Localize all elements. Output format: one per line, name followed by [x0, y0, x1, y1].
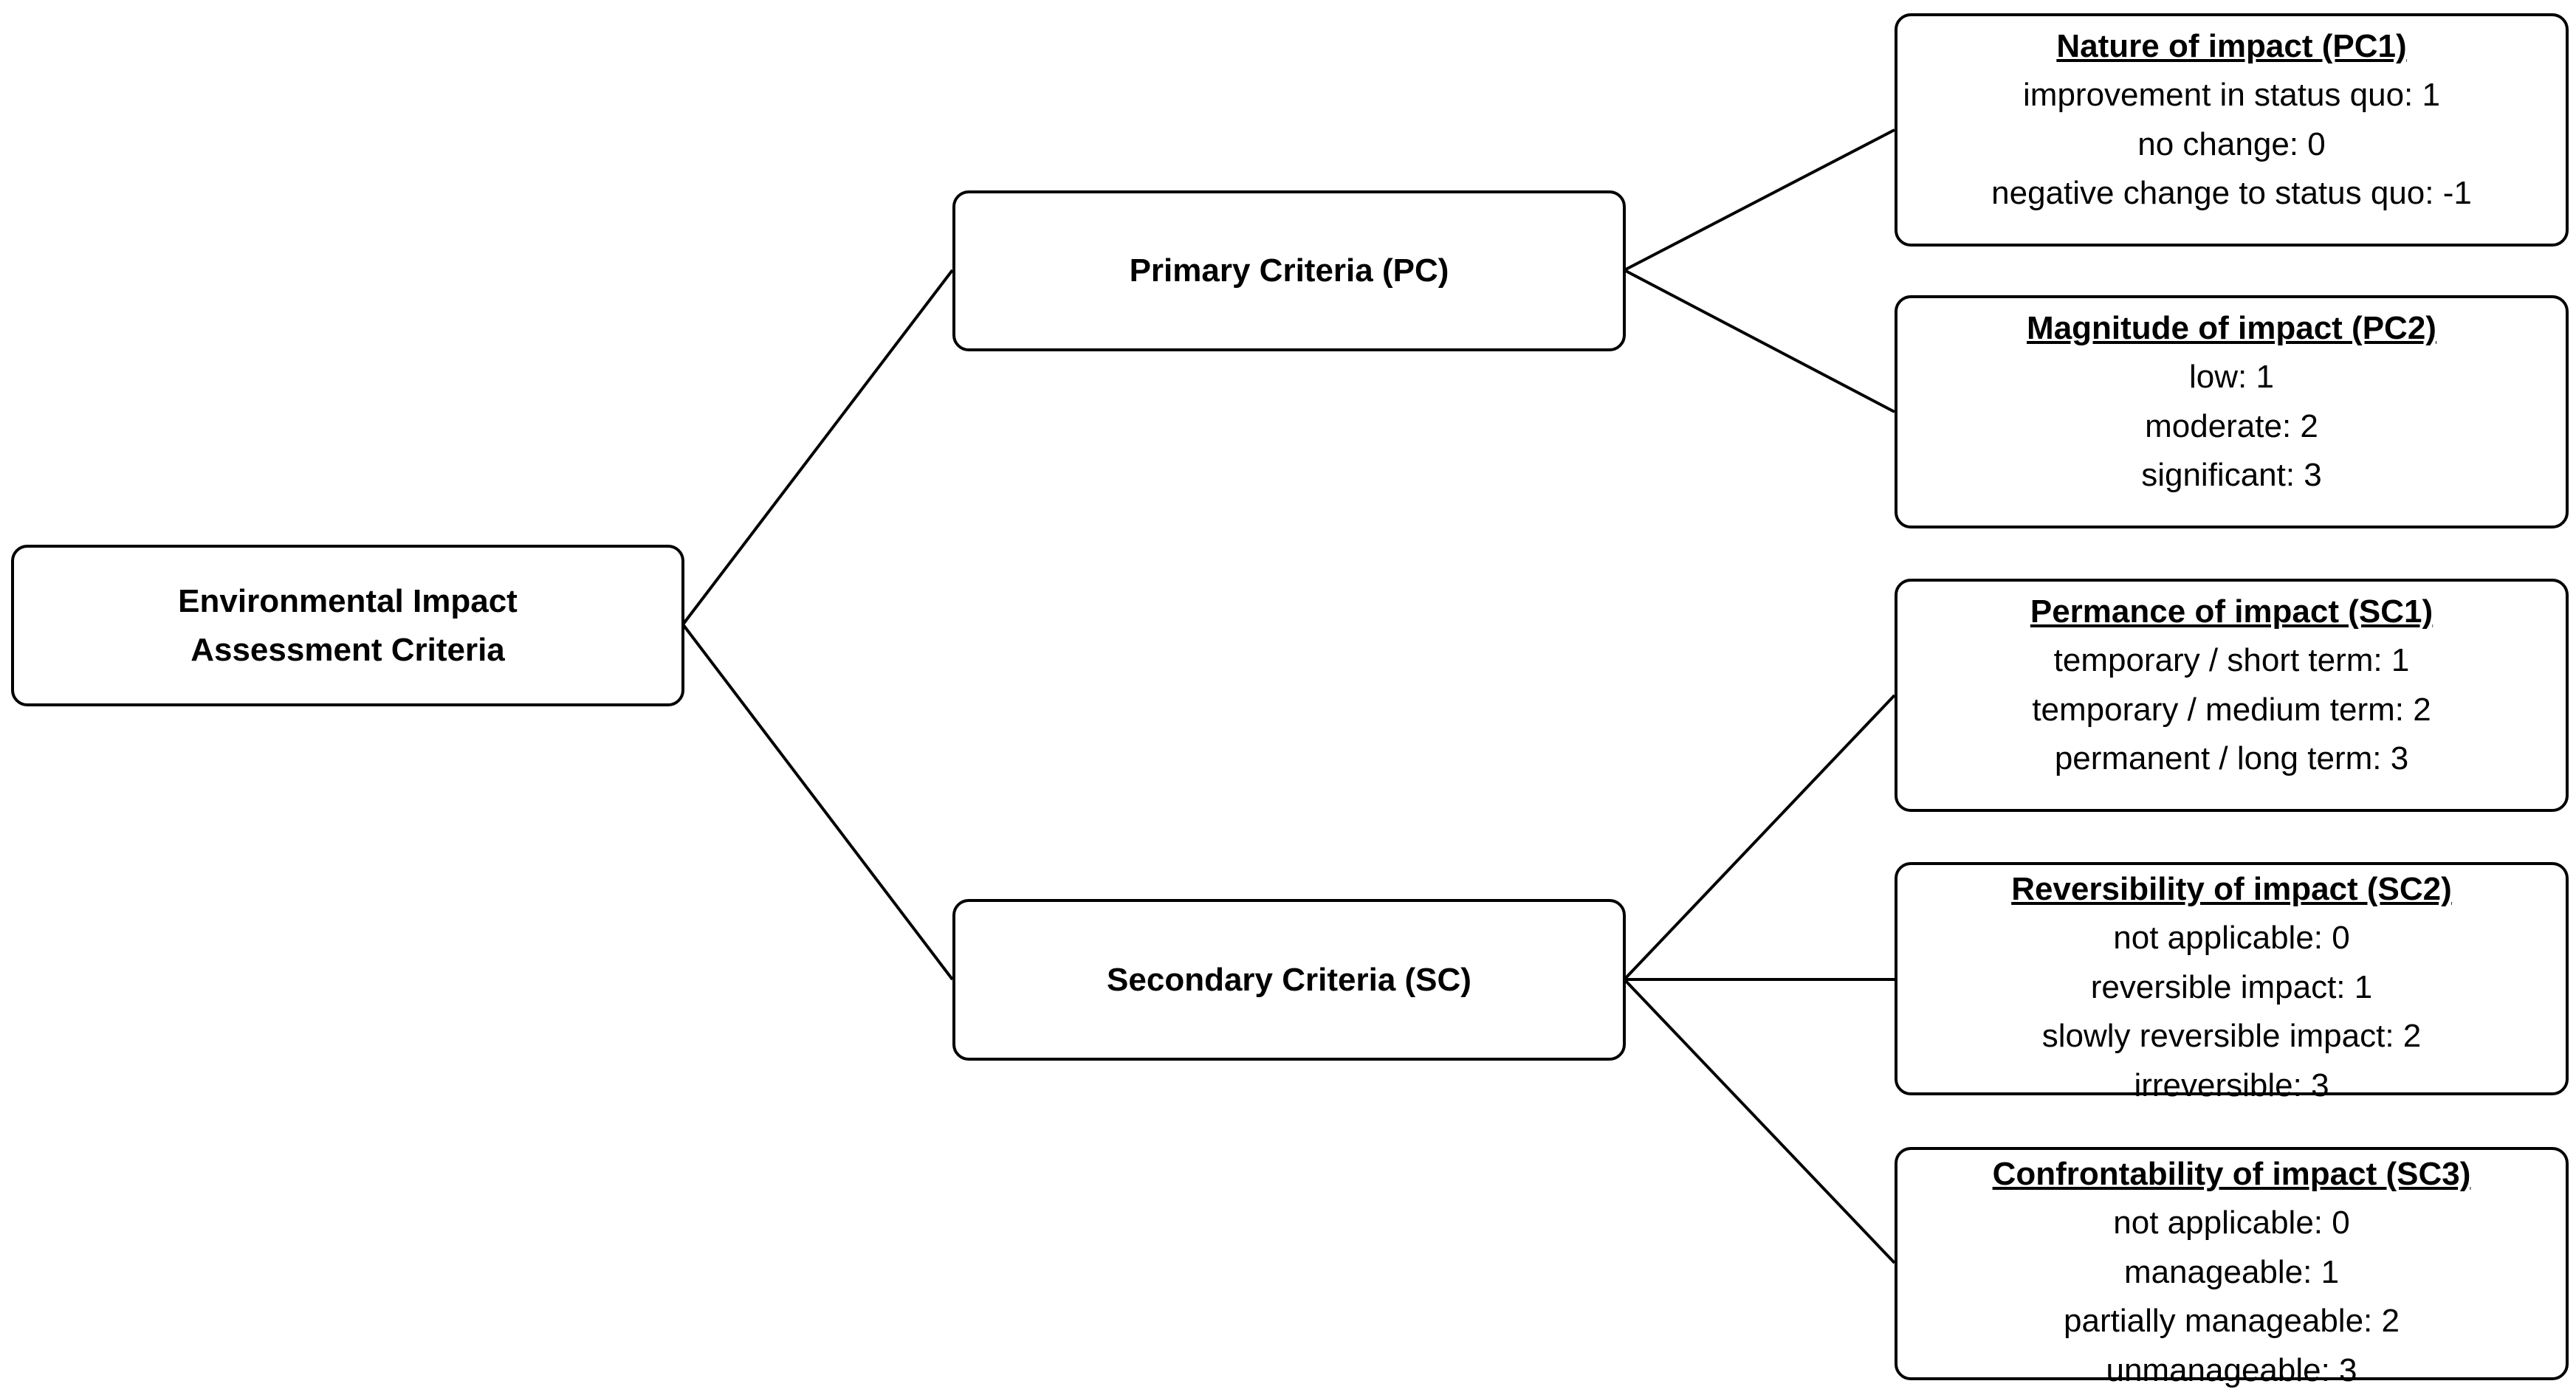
root-node-line2: Assessment Criteria [190, 626, 505, 675]
leaf-item: partially manageable: 2 [2064, 1297, 2400, 1346]
leaf-title: Permance of impact (SC1) [2030, 588, 2433, 636]
leaf-title: Confrontability of impact (SC3) [1993, 1150, 2471, 1199]
connector-root-primary [683, 270, 952, 624]
leaf-item: unmanageable: 3 [2106, 1346, 2357, 1395]
leaf-item: not applicable: 0 [2113, 1199, 2349, 1248]
leaf-node-pc1: Nature of impact (PC1) improvement in st… [1895, 13, 2569, 247]
secondary-criteria-node: Secondary Criteria (SC) [952, 899, 1626, 1061]
leaf-item: permanent / long term: 3 [2055, 734, 2408, 784]
primary-criteria-node: Primary Criteria (PC) [952, 190, 1626, 351]
primary-criteria-label: Primary Criteria (PC) [1130, 247, 1449, 295]
root-node-line1: Environmental Impact [178, 577, 518, 626]
root-node: Environmental Impact Assessment Criteria [11, 545, 684, 706]
leaf-item: irreversible: 3 [2134, 1061, 2329, 1111]
secondary-criteria-label: Secondary Criteria (SC) [1107, 956, 1471, 1005]
leaf-item: reversible impact: 1 [2091, 963, 2372, 1013]
leaf-item: moderate: 2 [2145, 402, 2318, 452]
leaf-title: Reversibility of impact (SC2) [2011, 865, 2452, 914]
leaf-item: improvement in status quo: 1 [2023, 71, 2440, 120]
connector-primary-pc2 [1624, 270, 1895, 412]
leaf-item: negative change to status quo: -1 [1991, 169, 2472, 218]
leaf-node-sc3: Confrontability of impact (SC3) not appl… [1895, 1147, 2569, 1380]
leaf-item: significant: 3 [2141, 451, 2322, 500]
leaf-node-pc2: Magnitude of impact (PC2) low: 1 moderat… [1895, 295, 2569, 528]
leaf-item: temporary / medium term: 2 [2032, 686, 2431, 735]
leaf-node-sc2: Reversibility of impact (SC2) not applic… [1895, 862, 2569, 1095]
leaf-node-sc1: Permance of impact (SC1) temporary / sho… [1895, 579, 2569, 812]
connector-secondary-sc1 [1624, 695, 1895, 979]
leaf-item: manageable: 1 [2124, 1248, 2339, 1298]
leaf-title: Magnitude of impact (PC2) [2027, 304, 2436, 353]
connector-primary-pc1 [1624, 130, 1895, 270]
connector-root-secondary [683, 624, 952, 979]
leaf-item: slowly reversible impact: 2 [2042, 1012, 2422, 1061]
leaf-title: Nature of impact (PC1) [2056, 22, 2406, 71]
leaf-item: no change: 0 [2137, 120, 2325, 170]
leaf-item: temporary / short term: 1 [2054, 636, 2410, 686]
leaf-item: not applicable: 0 [2113, 914, 2349, 963]
connector-secondary-sc3 [1624, 979, 1895, 1263]
leaf-item: low: 1 [2189, 353, 2274, 402]
